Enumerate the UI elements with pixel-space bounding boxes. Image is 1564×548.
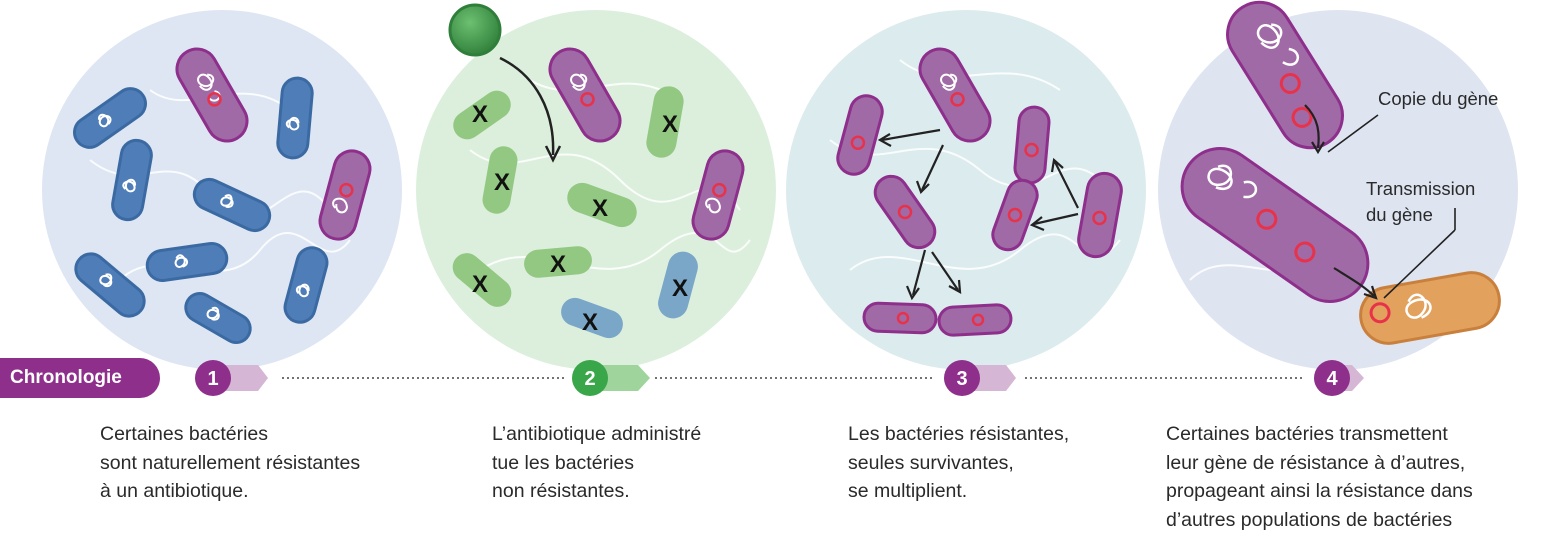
antibiotic-arrow <box>499 56 555 156</box>
resistant-bacterium <box>1226 0 1344 150</box>
gene-transmission-line-2: du gène <box>1366 204 1433 225</box>
timeline-arrow-3 <box>974 365 1016 391</box>
antibiotic-pill-icon <box>448 3 502 57</box>
resistant-bacterium <box>1180 147 1370 303</box>
gene-transmission-callout: Transmission du gène <box>1366 176 1475 228</box>
svg-text:X: X <box>662 111 678 138</box>
resistant-bacterium <box>991 178 1039 252</box>
resistant-bacterium <box>691 149 745 241</box>
svg-text:X: X <box>592 195 608 222</box>
gene-copy-callout: Copie du gène <box>1378 88 1499 109</box>
normal-bacterium <box>192 177 272 233</box>
dead-bacterium <box>452 253 512 307</box>
timeline-label: Chronologie <box>0 358 160 398</box>
svg-text:X: X <box>582 309 598 336</box>
panel-3-bacteria <box>836 47 1123 337</box>
normal-bacterium <box>74 252 146 318</box>
description-line: Les bactéries résistantes, <box>848 423 1070 445</box>
step-1-description: Certaines bactéries sont naturellement r… <box>100 420 360 506</box>
panel-2-bacteria: X X X X X X X X <box>448 3 745 339</box>
normal-bacterium <box>111 138 153 222</box>
step-number-4: 4 <box>1326 368 1338 390</box>
resistant-bacterium <box>873 174 937 250</box>
resistant-bacterium <box>937 303 1013 337</box>
normal-bacterium <box>73 87 147 149</box>
normal-bacterium <box>276 76 314 160</box>
timeline: 1 2 3 4 <box>195 360 1364 396</box>
gene-transmission-line-1: Transmission <box>1366 178 1476 199</box>
resistant-bacterium <box>862 301 938 335</box>
dead-bacterium <box>524 246 592 278</box>
description-line: propageant ainsi la résistance dans <box>1166 480 1473 502</box>
description-line: seules survivantes, <box>848 451 1014 474</box>
resistant-bacterium <box>1013 105 1051 185</box>
dead-bacterium <box>658 251 698 319</box>
svg-text:X: X <box>472 271 488 298</box>
dead-markers: X X X X X X X X <box>472 101 688 336</box>
svg-text:X: X <box>494 169 510 196</box>
step-number-2: 2 <box>584 368 595 390</box>
multiply-arrows <box>877 128 1079 301</box>
step-badge-3 <box>944 360 980 396</box>
panel-1-bacteria <box>73 47 372 344</box>
dead-bacterium <box>561 297 623 339</box>
receiving-bacterium <box>1359 271 1501 345</box>
description-line: Certaines bactéries transmettent <box>1166 423 1448 445</box>
normal-bacterium <box>184 292 252 344</box>
normal-bacterium <box>283 246 329 324</box>
description-line: d’autres populations de bactéries <box>1166 508 1453 531</box>
description-line: sont naturellement résistantes <box>100 451 361 474</box>
svg-text:X: X <box>672 275 688 302</box>
description-line: se multiplient. <box>848 480 968 502</box>
resistant-bacterium <box>318 149 372 241</box>
description-line: à un antibiotique. <box>100 480 249 502</box>
callout-leaders <box>1327 114 1456 299</box>
step-2-description: L’antibiotique administré tue les bactér… <box>492 420 701 506</box>
step-badge-2 <box>572 360 608 396</box>
step-badge-4 <box>1314 360 1350 396</box>
description-line: tue les bactéries <box>492 451 634 474</box>
dead-bacterium <box>453 90 511 140</box>
timeline-arrow-1 <box>226 365 268 391</box>
step-badge-1 <box>195 360 231 396</box>
normal-bacterium <box>145 242 229 282</box>
resistant-bacterium <box>1077 171 1123 259</box>
svg-text:X: X <box>472 101 488 128</box>
dead-bacterium <box>567 182 637 228</box>
panel-4-bacteria <box>1180 0 1501 345</box>
description-line: L’antibiotique administré <box>492 423 702 445</box>
transfer-arrows <box>1304 104 1378 300</box>
description-line: Certaines bactéries <box>100 423 268 445</box>
step-4-description: Certaines bactéries transmettent leur gè… <box>1166 420 1473 534</box>
dead-bacterium <box>482 146 518 214</box>
step-number-1: 1 <box>207 368 218 390</box>
description-line: non résistantes. <box>492 480 630 502</box>
description-line: leur gène de résistance à d’autres, <box>1166 451 1466 474</box>
dead-bacterium <box>646 86 684 158</box>
step-3-description: Les bactéries résistantes, seules surviv… <box>848 420 1069 506</box>
resistant-bacterium <box>836 94 884 176</box>
svg-text:X: X <box>550 251 566 278</box>
timeline-arrow-2 <box>600 365 650 391</box>
step-number-3: 3 <box>956 368 967 390</box>
